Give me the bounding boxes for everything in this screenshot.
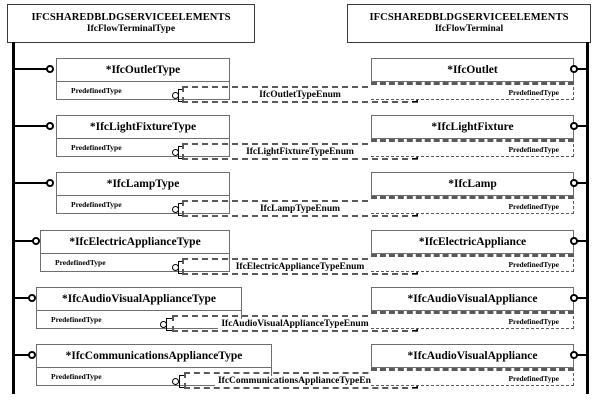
subtype-marker-left-2	[46, 122, 54, 130]
row-lead-left-2	[14, 125, 50, 127]
schema-box-left: IFCSHAREDBLDGSERVICEELEMENTS IfcFlowTerm…	[7, 4, 255, 43]
entity-title: *IfcLightFixtureType	[56, 115, 230, 139]
row-lead-right-5	[577, 297, 588, 299]
attribute-bracket-left-3	[178, 203, 184, 216]
enum-label: IfcOutletTypeEnum	[256, 89, 344, 100]
entity-box-right-3[interactable]: *IfcLamp PredefinedType	[371, 172, 574, 214]
attribute-bracket-left-1	[178, 89, 184, 102]
row-lead-left-3	[14, 182, 50, 184]
entity-box-left-5[interactable]: *IfcAudioVisualApplianceType PredefinedT…	[36, 287, 242, 329]
attribute-bracket-left-2	[178, 146, 184, 159]
row-lead-right-1	[577, 68, 588, 70]
row-lead-right-6	[577, 354, 588, 356]
subtype-marker-left-4	[32, 237, 40, 245]
attribute-marker-left-6	[172, 378, 179, 385]
entity-attribute: PredefinedType	[371, 139, 574, 157]
schema-left-entity: IfcFlowTerminalType	[86, 24, 176, 35]
entity-title: *IfcElectricApplianceType	[40, 230, 230, 254]
row-lead-left-4	[14, 240, 36, 242]
subtype-marker-left-3	[46, 179, 54, 187]
entity-attribute: PredefinedType	[371, 254, 574, 272]
enum-label: IfcElectricApplianceTypeEnum	[232, 261, 368, 272]
entity-box-right-1[interactable]: *IfcOutlet PredefinedType	[371, 58, 574, 100]
enum-label: IfcAudioVisualApplianceTypeEnum	[218, 318, 372, 329]
entity-box-left-2[interactable]: *IfcLightFixtureType PredefinedType	[56, 115, 230, 157]
enum-label: IfcLampTypeEnum	[256, 203, 344, 214]
supertype-trunk-right	[586, 42, 589, 394]
entity-title: *IfcAudioVisualAppliance	[371, 287, 574, 311]
row-lead-left-6	[14, 354, 32, 356]
subtype-marker-left-6	[28, 351, 36, 359]
entity-attribute: PredefinedType	[371, 82, 574, 100]
entity-box-left-4[interactable]: *IfcElectricApplianceType PredefinedType	[40, 230, 230, 272]
entity-box-right-4[interactable]: *IfcElectricAppliance PredefinedType	[371, 230, 574, 272]
subtype-marker-left-5	[28, 294, 36, 302]
entity-title: *IfcLightFixture	[371, 115, 574, 139]
entity-title: *IfcLampType	[56, 172, 230, 196]
schema-box-right: IFCSHAREDBLDGSERVICEELEMENTS IfcFlowTerm…	[347, 4, 591, 43]
attribute-bracket-left-5	[166, 318, 172, 331]
entity-title: *IfcCommunicationsApplianceType	[36, 344, 272, 368]
attribute-bracket-left-6	[179, 375, 185, 388]
entity-title: *IfcOutlet	[371, 58, 574, 82]
entity-box-right-2[interactable]: *IfcLightFixture PredefinedType	[371, 115, 574, 157]
schema-right-entity: IfcFlowTerminal	[434, 24, 504, 35]
entity-attribute: PredefinedType	[371, 196, 574, 214]
entity-box-right-6[interactable]: *IfcAudioVisualAppliance PredefinedType	[371, 344, 574, 386]
entity-title: *IfcAudioVisualApplianceType	[36, 287, 242, 311]
entity-title: *IfcLamp	[371, 172, 574, 196]
entity-box-left-6[interactable]: *IfcCommunicationsApplianceType Predefin…	[36, 344, 272, 386]
row-lead-left-1	[14, 68, 50, 70]
entity-title: *IfcAudioVisualAppliance	[371, 344, 574, 368]
entity-title: *IfcElectricAppliance	[371, 230, 574, 254]
enum-label: IfcLightFixtureTypeEnum	[243, 146, 357, 157]
row-lead-right-4	[577, 240, 588, 242]
attribute-bracket-left-4	[178, 261, 184, 274]
subtype-marker-left-1	[46, 65, 54, 73]
entity-box-left-3[interactable]: *IfcLampType PredefinedType	[56, 172, 230, 214]
supertype-trunk-left	[12, 42, 15, 394]
row-lead-right-3	[577, 182, 588, 184]
schema-right-name: IFCSHAREDBLDGSERVICEELEMENTS	[369, 12, 569, 23]
enum-label: IfcCommunicationsApplianceTypeEnum	[214, 375, 388, 386]
row-lead-left-5	[14, 297, 32, 299]
row-lead-right-2	[577, 125, 588, 127]
entity-attribute: PredefinedType	[371, 368, 574, 386]
entity-attribute: PredefinedType	[371, 311, 574, 329]
entity-box-right-5[interactable]: *IfcAudioVisualAppliance PredefinedType	[371, 287, 574, 329]
schema-left-name: IFCSHAREDBLDGSERVICEELEMENTS	[31, 12, 231, 23]
entity-title: *IfcOutletType	[56, 58, 230, 82]
